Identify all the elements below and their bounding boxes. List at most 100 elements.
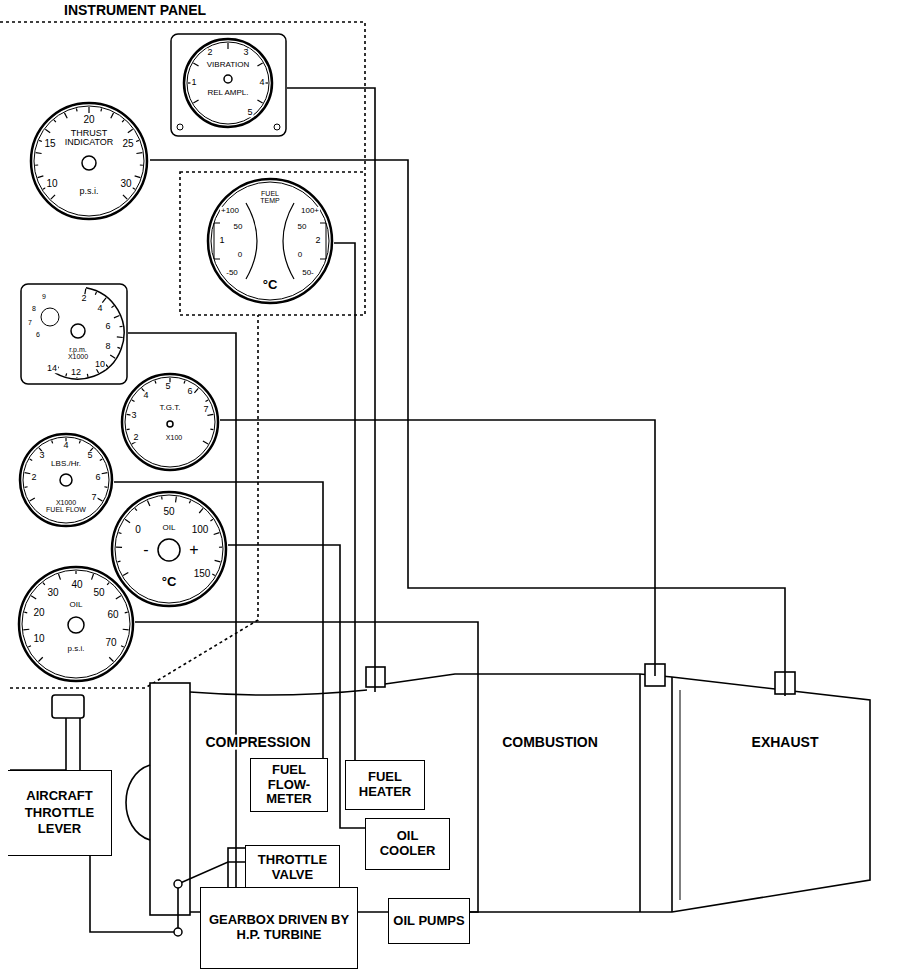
scale-tick <box>155 381 156 384</box>
scale-tick <box>30 498 35 501</box>
panel-label: INSTRUMENT PANEL <box>64 2 206 18</box>
signal-line <box>220 420 655 676</box>
scale-label: 1 <box>190 78 197 87</box>
scale-label: p.s.i. <box>67 645 86 653</box>
scale-label: LBS./Hr. <box>50 460 82 468</box>
exhaust-section: EXHAUST <box>668 696 868 882</box>
scale-label: 5 <box>86 451 93 460</box>
scale-label: VIBRATION <box>206 61 251 69</box>
scale-tick <box>136 152 142 154</box>
scale-tick <box>117 347 120 348</box>
joint-line <box>640 674 672 912</box>
linkage-pivot <box>174 880 182 888</box>
scale-label: 8 <box>31 305 37 312</box>
scale-tick <box>219 547 222 548</box>
scale-tick <box>132 188 135 190</box>
casing-line <box>190 674 870 912</box>
panel-outline <box>0 22 365 688</box>
gauge-rim <box>22 570 130 678</box>
gauge-bezel <box>112 492 226 606</box>
scale-label: OIL <box>162 524 177 532</box>
scale-label: 5 <box>246 108 253 117</box>
scale-tick <box>107 583 109 585</box>
gauge-bezel <box>184 39 272 127</box>
scale-label: 2 <box>314 236 321 245</box>
scale-label: 2 <box>80 294 87 303</box>
scale-tick <box>123 195 127 199</box>
scale-label: °C <box>161 575 178 589</box>
scale-tick <box>116 596 121 599</box>
scale-tick <box>128 129 133 133</box>
box-label: GEARBOX DRIVEN BY H.P. TURBINE <box>205 913 353 943</box>
scale-label: 20 <box>32 608 45 619</box>
scale-label: 100 <box>191 525 210 536</box>
scale-label: 3 <box>242 48 249 57</box>
scale-label: 3 <box>130 411 137 420</box>
thrust-gauge: THRUST INDICATORp.s.i.1015202530 <box>28 100 150 222</box>
scale-tick <box>206 400 209 402</box>
gauge-bezel <box>122 374 218 470</box>
scale-label: 150 <box>193 569 212 580</box>
scale-label: r.p.m. X1000 <box>60 346 96 361</box>
intake-flange <box>150 683 190 915</box>
scale-tick <box>38 176 44 178</box>
fuel-temp-gauge: FUEL TEMP+100500-501100+50050-2°C <box>206 177 334 305</box>
scale-label: 9 <box>41 293 47 300</box>
scale-tick <box>39 140 42 141</box>
scale-label: 6 <box>186 387 193 396</box>
scale-tick <box>30 459 33 461</box>
throttle-lever: AIRCRAFT THROTTLE LEVER <box>8 770 112 856</box>
scale-tick <box>109 657 113 661</box>
scale-label: 4 <box>142 391 149 400</box>
scale-tick <box>111 306 113 308</box>
scale-label: + <box>188 542 199 559</box>
needle-hub <box>68 617 84 633</box>
gauge-bezel <box>20 434 112 526</box>
scale-tick <box>119 532 122 534</box>
throttle-valve: THROTTLE VALVE <box>245 845 340 891</box>
scale-tick <box>140 164 143 165</box>
scale-tick <box>35 164 38 165</box>
scale-label: 0 <box>297 251 303 259</box>
scale-label: °C <box>262 278 279 292</box>
scale-tick <box>161 497 163 500</box>
scale-tick <box>199 508 203 513</box>
scale-tick <box>193 100 198 103</box>
adjust-knob <box>224 75 232 83</box>
signal-line <box>135 622 478 912</box>
scale-label: 14 <box>46 364 58 373</box>
scale-label: 50 <box>92 588 105 599</box>
scale-label: 50- <box>301 269 315 277</box>
scale-tick <box>52 441 53 444</box>
lever-stem <box>66 718 80 770</box>
scale-label: 6 <box>94 473 101 482</box>
panel-boundary <box>10 315 258 688</box>
gauge-rim <box>34 106 144 216</box>
box-label: OIL PUMPS <box>393 914 464 929</box>
scale-label: 70 <box>104 638 117 649</box>
scale-label: -50 <box>225 269 239 277</box>
box-label: FUEL HEATER <box>350 770 420 800</box>
scale-label: 12 <box>70 368 82 377</box>
scale-label: EXHAUST <box>751 735 820 750</box>
scale-tick <box>36 152 42 154</box>
scale-tick <box>95 292 96 295</box>
scale-label: 4 <box>258 78 265 87</box>
gauge-rim <box>115 495 223 603</box>
scale-tick <box>189 501 190 504</box>
gauge-bezel <box>19 567 133 681</box>
tgt-gauge: T.G.T.X100234567 <box>120 372 220 472</box>
fuel-heater: FUEL HEATER <box>345 760 425 810</box>
scale-tick <box>257 63 262 66</box>
scale-tick <box>28 646 31 647</box>
box-label: THROTTLE VALVE <box>250 853 335 883</box>
scale-tick <box>123 573 128 576</box>
scale-tick <box>106 364 108 366</box>
gauge-face <box>170 33 287 137</box>
gauge-bezel <box>171 34 286 136</box>
scale-tick <box>257 100 262 103</box>
scale-tick <box>136 140 139 141</box>
signal-line <box>287 88 375 692</box>
scale-label: THRUST INDICATOR <box>57 129 121 148</box>
scale-tick <box>193 63 198 66</box>
